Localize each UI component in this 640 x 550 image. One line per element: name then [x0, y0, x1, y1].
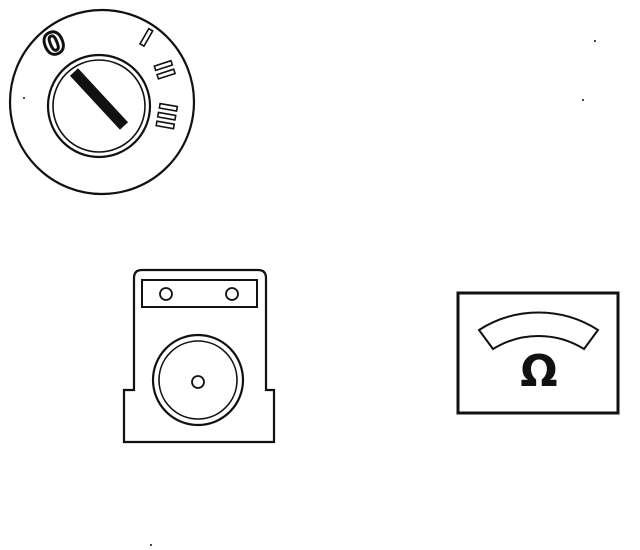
ohm-symbol: Ω — [520, 346, 557, 397]
socket-housing — [122, 268, 276, 444]
switch-position-0: 0 — [38, 24, 70, 64]
socket-inner-ring — [158, 340, 238, 420]
switch-outer-bezel — [8, 8, 196, 196]
switch-pointer — [69, 68, 129, 130]
socket-outlet — [122, 268, 276, 444]
switch-position-2: II — [148, 57, 180, 83]
ohmmeter-scale-arc — [477, 311, 600, 351]
switch-knob-outer-ring — [46, 53, 152, 159]
ohmmeter-frame — [456, 291, 620, 415]
rotary-switch: 0 I II III — [8, 8, 196, 196]
socket-outer-ring — [151, 333, 245, 427]
switch-position-3: III — [150, 100, 182, 131]
ohmmeter-symbol: Ω — [456, 291, 620, 415]
scan-specks — [23, 40, 596, 546]
socket-top-plate — [141, 279, 258, 308]
socket-screw-right — [225, 287, 239, 301]
socket-screw-left — [159, 287, 173, 301]
socket-center-hole — [191, 375, 205, 389]
switch-position-1: I — [135, 24, 157, 53]
switch-knob-inner-ring — [52, 59, 146, 153]
